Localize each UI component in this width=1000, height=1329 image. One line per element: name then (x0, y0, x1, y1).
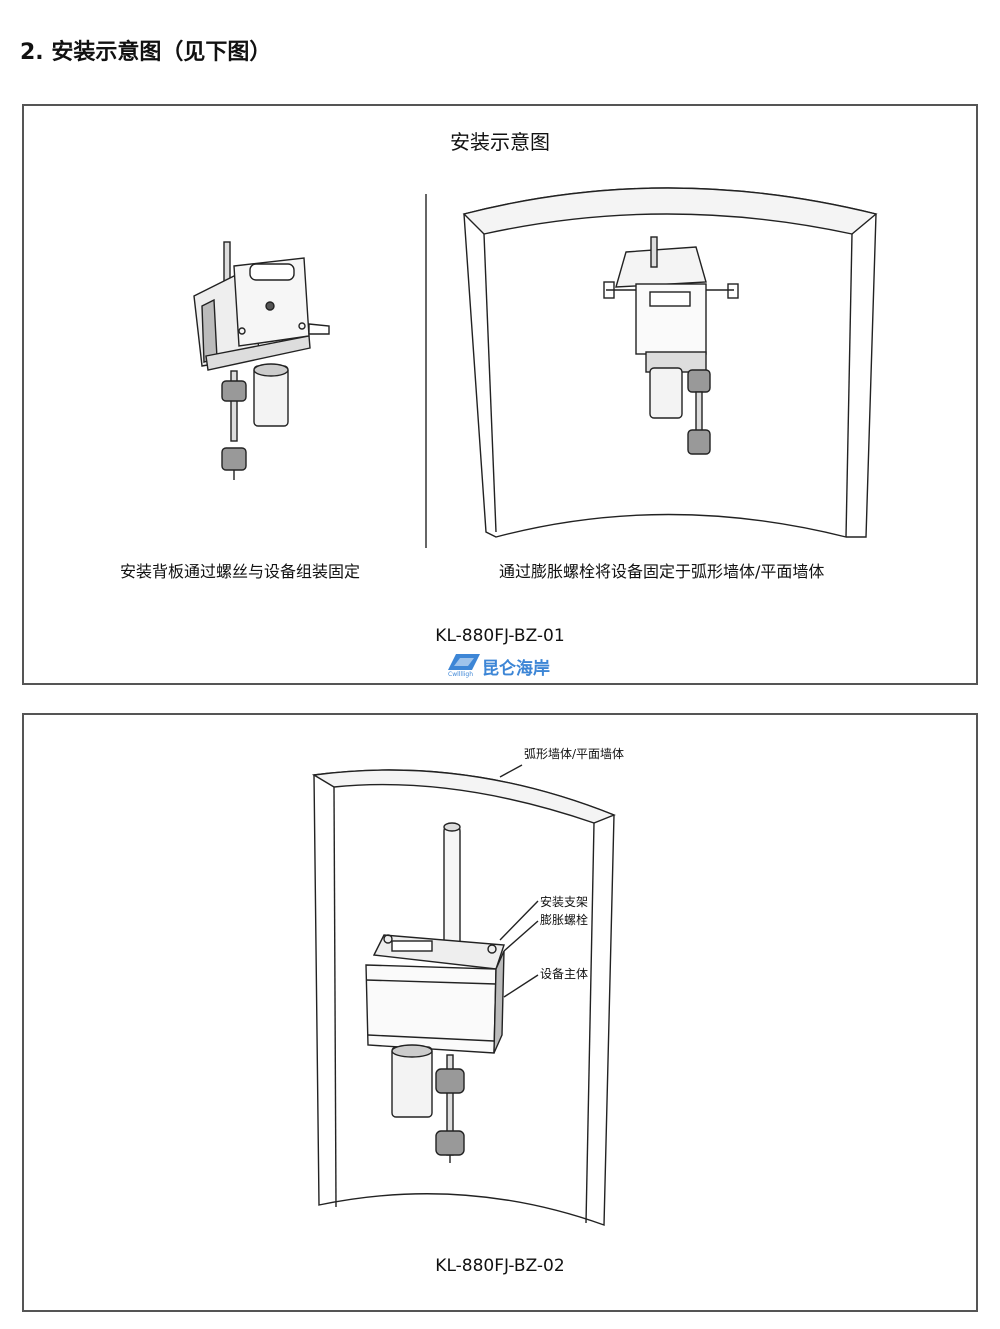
model-code: KL-880FJ-BZ-02 (435, 1256, 565, 1276)
left-caption: 安装背板通过螺丝与设备组装固定 (120, 562, 361, 581)
panel-title: 安装示意图 (450, 130, 550, 154)
section-heading: 2. 安装示意图（见下图） (20, 40, 272, 65)
logo-subtext: Cwlllligh (448, 671, 474, 678)
brand-logo: 昆仑海岸 Cwlllligh (448, 654, 568, 679)
device-with-backplate-drawing (193, 241, 330, 480)
wall-mount-detail-drawing (311, 764, 616, 1226)
install-diagram-panel-1: 安装示意图 (22, 104, 978, 685)
install-diagram-panel-2: 弧形墙体/平面墙体 安装支架 膨胀螺栓 设备主体 KL-880FJ-BZ-02 (22, 713, 978, 1312)
logo-text: 昆仑海岸 (482, 659, 550, 679)
right-caption: 通过膨胀螺栓将设备固定于弧形墙体/平面墙体 (499, 562, 825, 581)
divider-line (425, 194, 427, 548)
model-code: KL-880FJ-BZ-01 (435, 626, 565, 646)
label-wall: 弧形墙体/平面墙体 (524, 747, 625, 761)
logo-mark-icon (448, 654, 480, 670)
label-expansion-bolt: 膨胀螺栓 (540, 913, 589, 927)
curved-wall-mount-drawing (462, 187, 878, 538)
label-bracket: 安装支架 (540, 895, 589, 909)
label-device-body: 设备主体 (540, 967, 589, 981)
